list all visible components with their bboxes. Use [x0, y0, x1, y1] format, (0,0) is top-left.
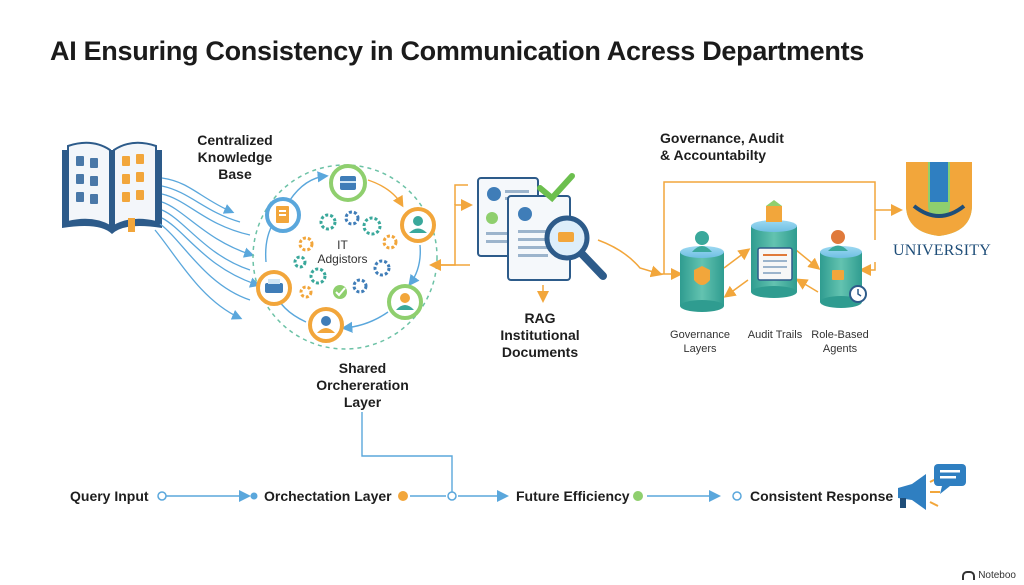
flow-node: [447, 491, 457, 501]
clipboard-icon: [757, 247, 793, 281]
hub-node-person: [400, 207, 436, 243]
pillar-label-governance: Governance Layers: [670, 329, 730, 355]
agent-icon: [831, 230, 845, 244]
flow-node: [732, 491, 742, 501]
hub-label: IT Adgistors: [317, 238, 368, 266]
hub-node-worker: [387, 284, 423, 320]
megaphone-icon: [898, 474, 940, 510]
chat-bubble-icon: [934, 464, 966, 494]
flow-node: [633, 491, 643, 501]
hub-node-printer: [256, 270, 292, 306]
gear-icon: [293, 210, 398, 299]
shield-icon: [694, 266, 710, 285]
watermark-text: Noteboo: [978, 570, 1016, 581]
page-title: AI Ensuring Consistency in Communication…: [50, 36, 864, 66]
orchestration-layer-label: Shared Orchereration Layer: [316, 360, 409, 410]
orchestration-connector: [361, 412, 453, 492]
flow-node: [250, 492, 258, 500]
flow-node: [157, 491, 167, 501]
book-icon: [62, 141, 162, 234]
hub-rag-connector: [429, 184, 473, 271]
watermark: Noteboo: [962, 570, 1016, 581]
university-logo-icon: [906, 162, 972, 236]
flow-nodes: [157, 491, 742, 501]
watermark-logo-icon: [962, 571, 976, 580]
knowledge-flow-arrows: [154, 177, 261, 320]
flow-step-query-input: Query Input: [70, 488, 149, 504]
flow-step-future-efficiency: Future Efficiency: [516, 488, 630, 504]
governance-pillar-audit: [751, 200, 797, 298]
pillar-label-agents: Role-Based Agents: [811, 329, 869, 355]
knowledge-base-label: Centralized Knowledge Base: [197, 132, 273, 182]
governance-frame: [660, 181, 903, 298]
university-label: UNIVERSITY: [893, 242, 991, 259]
flow-step-orchestration: Orchectation Layer: [264, 488, 392, 504]
governance-label: Governance, Audit & Accountabilty: [660, 130, 784, 163]
governance-pillar-shield: [680, 231, 724, 312]
flow-step-consistent-response: Consistent Response: [750, 488, 894, 504]
rag-governance-connector: [597, 239, 663, 278]
flow-node: [398, 491, 408, 501]
hub-node-database: [329, 164, 367, 202]
magnifier-icon: [544, 215, 607, 280]
governance-pillar-agents: [820, 230, 867, 308]
rag-label: RAG Institutional Documents: [500, 310, 580, 360]
document-icon: [477, 173, 575, 281]
hub-node-document: [265, 197, 301, 233]
checkmark-icon: [333, 285, 347, 299]
pillar-label-audit: Audit Trails: [747, 329, 803, 341]
hub-node-agent: [308, 307, 344, 343]
